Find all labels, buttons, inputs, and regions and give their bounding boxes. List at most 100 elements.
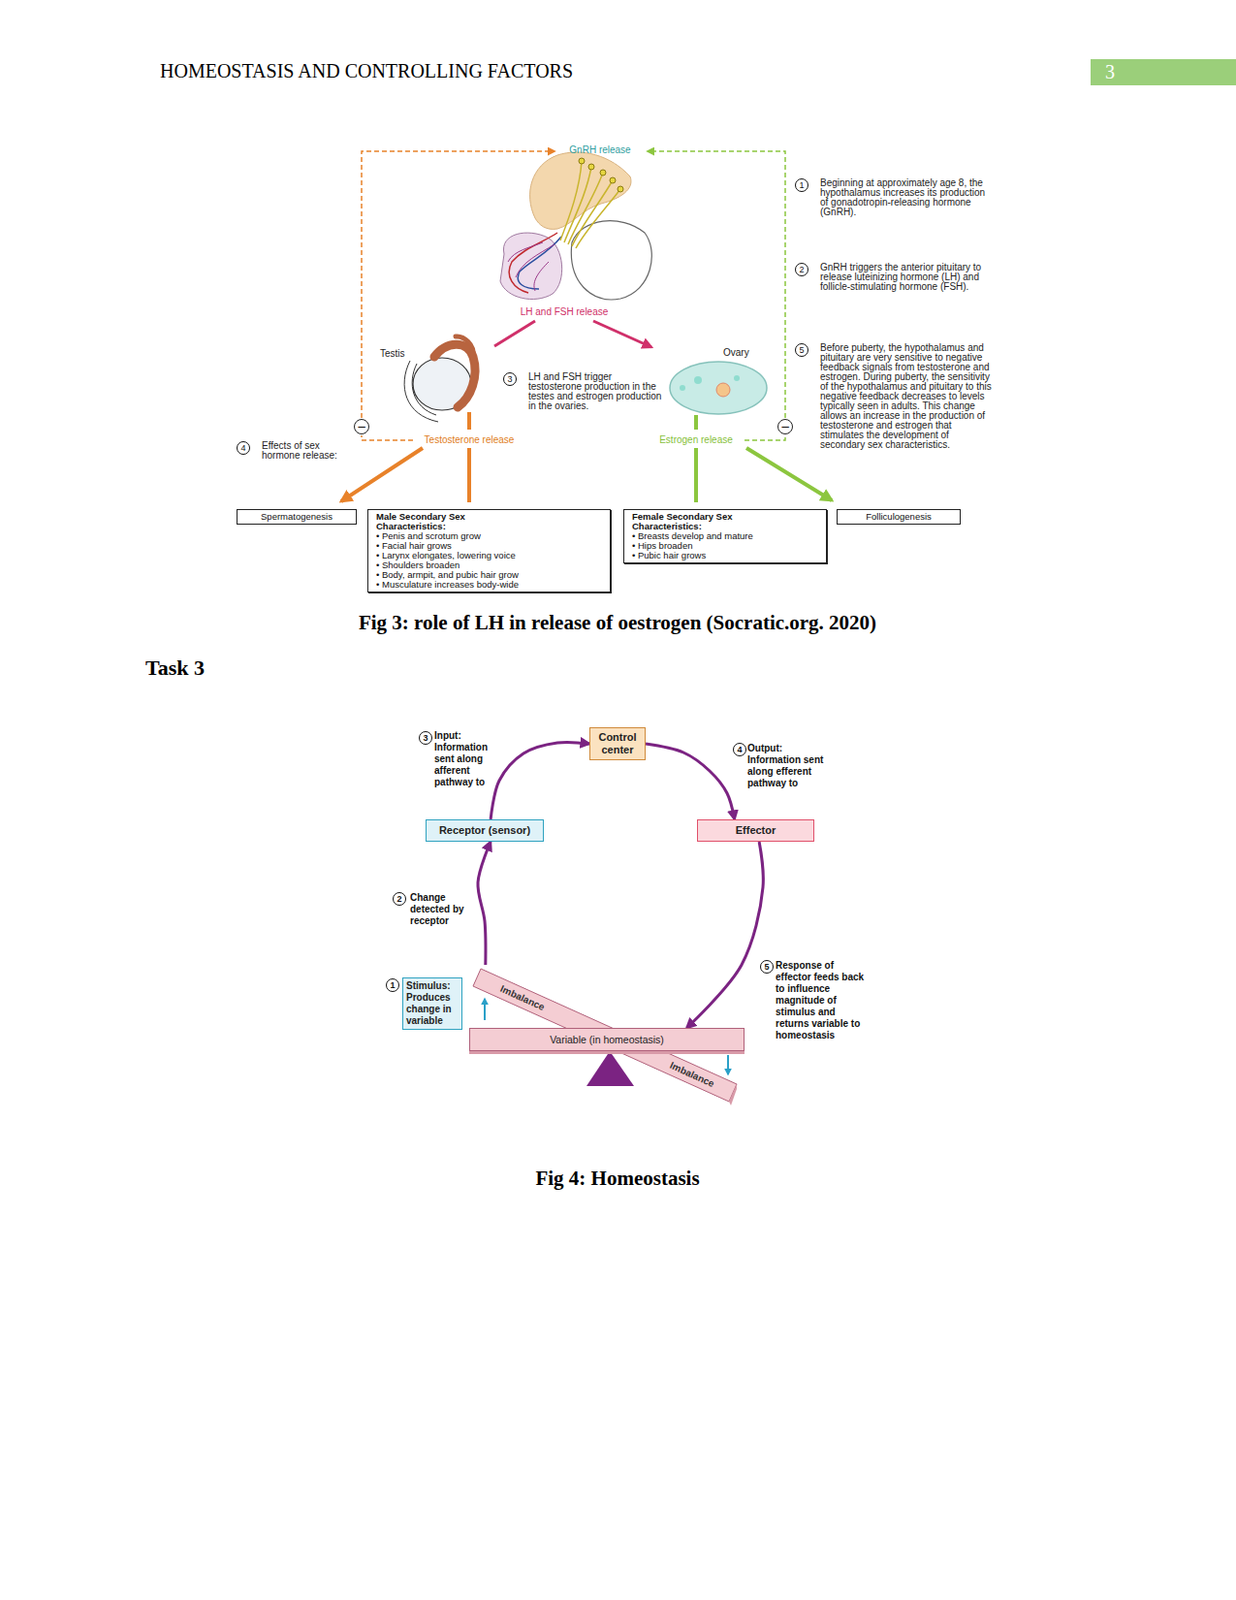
characteristics-box: Male Secondary Sex Characteristics:• Pen… <box>367 508 611 593</box>
outcome-box: Folliculogenesis <box>836 508 961 525</box>
hormone-arrow <box>341 412 470 503</box>
receptor-box: Receptor (sensor) <box>425 819 544 842</box>
box-text: Effector <box>699 824 812 837</box>
callout-text: LH and FSH trigger testosterone producti… <box>528 372 665 412</box>
box-text: Female Secondary Sex Characteristics: <box>632 511 778 532</box>
pituitary-illustration <box>600 169 606 176</box>
box-line: • Hips broaden <box>632 540 819 551</box>
figure-caption: Fig 3: role of LH in release of oestroge… <box>358 610 877 635</box>
box-line: • Penis and scrotum grow <box>376 531 603 541</box>
callout-text: GnRH triggers the anterior pituitary to … <box>820 262 993 292</box>
pituitary-illustration <box>570 221 652 300</box>
hormone-label: Estrogen release <box>657 435 735 445</box>
feedback-dashed-line <box>647 151 786 418</box>
ovary-illustration <box>716 382 730 397</box>
hormone-arrow <box>494 320 652 348</box>
stimulus-box: Stimulus: Produces change in variable <box>402 977 463 1030</box>
feedback-arrow <box>686 841 763 1028</box>
effector-box: Effector <box>697 819 815 842</box>
bar-outline <box>728 1083 737 1106</box>
testis-illustration <box>434 344 476 408</box>
box-line: • Shoulders broaden <box>376 560 603 571</box>
box-line: • Facial hair grows <box>376 540 603 551</box>
callout-number: 3 <box>503 372 517 386</box>
running-head: HOMEOSTASIS AND CONTROLLING FACTORS <box>159 60 573 83</box>
hormone-arrow <box>341 320 832 503</box>
pituitary-illustration <box>560 160 621 249</box>
feedback-dashed-line <box>361 151 555 418</box>
fulcrum <box>586 1050 634 1086</box>
callout-number: 1 <box>794 178 809 192</box>
testis-illustration <box>455 336 474 357</box>
callout-number: 4 <box>732 742 747 757</box>
feedback-dashed-line <box>361 151 786 441</box>
fulcrum <box>586 1050 634 1086</box>
pituitary-illustration <box>500 152 652 300</box>
pituitary-illustration <box>578 158 624 192</box>
feedback-arrow <box>490 742 590 820</box>
step-text: Change detected by receptor <box>410 891 473 927</box>
step-text: Response of effector feeds back to influ… <box>775 959 865 1042</box>
page-number-bar <box>1090 59 1236 86</box>
section-heading: Task 3 <box>145 655 205 681</box>
box-text: Receptor (sensor) <box>428 824 541 837</box>
pituitary-illustration <box>609 177 616 184</box>
stimulus-arrow <box>727 1054 729 1075</box>
control-box: Control center <box>589 727 646 761</box>
feedback-arrow <box>477 841 491 965</box>
pituitary-illustration <box>500 232 563 299</box>
hormone-label: LH and FSH release <box>520 307 609 317</box>
callout-number: 2 <box>794 262 809 277</box>
figure-caption: Fig 4: Homeostasis <box>535 1166 699 1191</box>
ovary-illustration <box>694 376 702 384</box>
box-line: • Pubic hair grows <box>632 550 819 561</box>
pituitary-illustration <box>508 232 558 293</box>
ovary-illustration <box>669 361 767 414</box>
step-text: Output: Information sent along efferent … <box>747 742 837 790</box>
callout-number: 5 <box>760 959 774 974</box>
inhibition-sign: − <box>777 418 793 435</box>
feedback-arrow <box>645 743 735 820</box>
pituitary-illustration <box>578 158 585 164</box>
feedback-dashed-line <box>361 435 413 441</box>
callout-text: Before puberty, the hypothalamus and pit… <box>820 343 993 450</box>
testis-illustration <box>404 336 476 422</box>
ovary-illustration <box>679 384 686 391</box>
hormone-label: Testosterone release <box>422 435 517 445</box>
box-line: • Larynx elongates, lowering voice <box>376 550 603 561</box>
inhibition-sign: − <box>353 418 370 435</box>
callout-number: 1 <box>385 978 400 992</box>
callout-text: Effects of sex hormone release: <box>261 441 355 461</box>
pituitary-illustration <box>588 163 595 170</box>
pituitary-illustration <box>617 186 624 192</box>
hormone-label: GnRH release <box>569 145 631 156</box>
feedback-dashed-line <box>744 435 786 441</box>
connector-layer <box>477 742 763 1028</box>
callout-number: 2 <box>392 891 407 906</box>
page-number: 3 <box>1105 60 1115 84</box>
page-number-bar <box>1090 59 1236 86</box>
callout-text: Beginning at approximately age 8, the hy… <box>820 178 993 218</box>
pituitary-illustration <box>517 236 562 289</box>
box-line: • Breasts develop and mature <box>632 531 819 541</box>
organ-label: Ovary <box>723 348 750 358</box>
organ-label: Testis <box>380 348 406 359</box>
box-text: Variable (in homeostasis) <box>470 1028 744 1050</box>
hormone-arrow <box>696 414 832 503</box>
callout-number: 3 <box>418 730 433 745</box>
pituitary-illustration <box>507 242 555 291</box>
ovary-illustration <box>733 375 740 381</box>
box-text: Spermatogenesis <box>240 511 353 522</box>
box-text: Male Secondary Sex Characteristics: <box>376 511 522 532</box>
step-text: Input: Information sent along afferent p… <box>434 729 497 789</box>
box-text: Folliculogenesis <box>840 511 957 522</box>
outcome-box: Spermatogenesis <box>236 508 357 525</box>
callout-number: 5 <box>794 343 809 357</box>
characteristics-box: Female Secondary Sex Characteristics:• B… <box>623 508 827 564</box>
box-line: • Musculature increases body-wide <box>376 579 603 590</box>
box-line: • Body, armpit, and pubic hair grow <box>376 570 603 580</box>
ovary-illustration <box>669 361 767 414</box>
callout-number: 4 <box>236 441 251 455</box>
